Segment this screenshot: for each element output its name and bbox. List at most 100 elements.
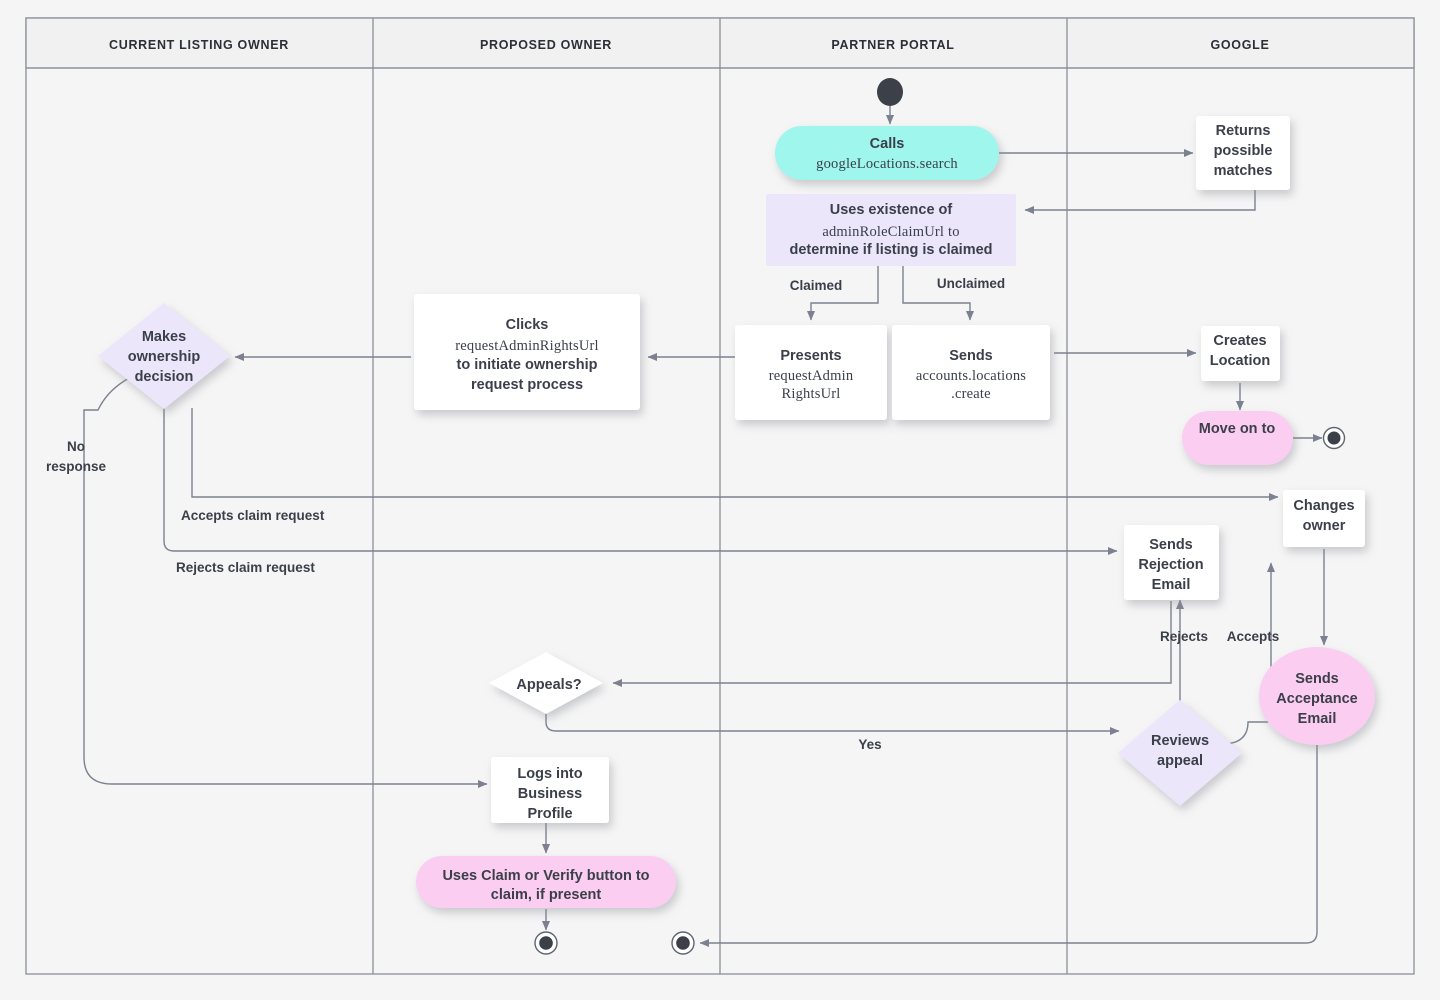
node-uses-existence-of-admin-role-claim-url[interactable]: Uses existence of adminRoleClaimUrl to d…	[766, 194, 1016, 266]
node-label-line: ownership	[128, 349, 201, 365]
node-label-line: adminRoleClaimUrl to	[822, 224, 959, 240]
node-creates-location[interactable]: Creates Location	[1201, 326, 1280, 381]
node-label-line: Sends	[949, 348, 993, 364]
edge-label-accepts: Accepts	[1227, 629, 1280, 644]
node-label-line: Calls	[870, 136, 905, 152]
node-presents-request-admin-rights-url[interactable]: Presents requestAdmin RightsUrl	[735, 325, 887, 420]
node-label-line: appeal	[1157, 753, 1203, 769]
edge-label-yes: Yes	[858, 737, 881, 752]
node-label-line: determine if listing is claimed	[789, 242, 992, 258]
node-calls-google-locations-search[interactable]: Calls googleLocations.search	[775, 126, 999, 180]
edge-labels: Claimed Unclaimed No response Accepts cl…	[46, 276, 1279, 752]
node-label-line: Email	[1298, 711, 1337, 727]
node-label-line: Profile	[527, 806, 572, 822]
node-label-line: Makes	[142, 329, 186, 345]
node-label-line: Changes	[1293, 498, 1354, 514]
edge-decision-accepts-to-changes-owner	[191, 408, 1279, 502]
node-shape-rect	[1201, 326, 1280, 381]
edge-returns-to-uses	[1024, 190, 1256, 215]
edge-rejection-email-to-appeals	[612, 601, 1172, 688]
node-shape-diamond	[489, 652, 603, 714]
edge-appeals-yes-to-reviews-appeal	[545, 712, 1120, 736]
edge-decision-no-response-to-logs-in	[83, 372, 488, 789]
node-shape-rect	[1283, 490, 1365, 547]
lane-header-label: PARTNER PORTAL	[831, 38, 954, 52]
node-label-line: Sends	[1149, 537, 1193, 553]
end-node-google	[1322, 426, 1346, 450]
node-label-line: decision	[135, 369, 194, 385]
node-sends-accounts-locations-create[interactable]: Sends accounts.locations .create	[892, 325, 1050, 420]
node-shape-rect	[1196, 116, 1290, 190]
node-shape-ellipse	[1259, 647, 1375, 745]
node-shape-diamond	[1118, 700, 1242, 806]
node-returns-possible-matches[interactable]: Returns possible matches	[1196, 116, 1290, 190]
node-label-line: owner	[1303, 518, 1346, 534]
node-label-line: to initiate ownership	[457, 357, 598, 373]
end-node-partner-portal	[671, 931, 695, 955]
edge-label-no-response-line1: No	[67, 439, 85, 454]
node-shape-rect	[735, 325, 887, 420]
node-label-line: Rejection	[1138, 557, 1203, 573]
end-node-proposed-owner	[534, 931, 558, 955]
node-label-line: Clicks	[506, 317, 549, 333]
node-uses-claim-or-verify-button[interactable]: Uses Claim or Verify button to claim, if…	[416, 856, 676, 908]
node-shape-pill	[416, 856, 676, 908]
node-shape-rect	[414, 294, 640, 410]
node-makes-ownership-decision[interactable]: Makes ownership decision	[98, 303, 230, 409]
node-label-line: requestAdminRightsUrl	[455, 338, 599, 354]
node-label-line: Logs into	[517, 766, 582, 782]
edge-uses-to-presents	[806, 266, 879, 321]
edge-label-unclaimed: Unclaimed	[937, 276, 1005, 291]
node-label-line: request process	[471, 377, 583, 393]
node-label-line: Returns	[1216, 123, 1271, 139]
lane-header-label: GOOGLE	[1210, 38, 1269, 52]
node-label-line: claim, if present	[491, 887, 602, 903]
node-shape-rect	[491, 757, 609, 823]
lane-header-label: CURRENT LISTING OWNER	[109, 38, 289, 52]
start-circle-icon	[877, 78, 903, 106]
node-label-line: accounts.locations	[916, 368, 1026, 384]
edge-label-accepts-claim-request: Accepts claim request	[181, 508, 325, 523]
end-circle-inner-icon	[676, 936, 690, 950]
node-appeals[interactable]: Appeals?	[489, 652, 603, 714]
node-label-line: Email	[1152, 577, 1191, 593]
node-label-line: Location	[1210, 353, 1270, 369]
node-reviews-appeal[interactable]: Reviews appeal	[1118, 700, 1242, 806]
edge-decision-rejects-to-rejection-email	[163, 404, 1118, 556]
end-circle-inner-icon	[1327, 431, 1341, 445]
node-label-line: Business	[518, 786, 582, 802]
node-label-line: possible	[1214, 143, 1273, 159]
node-logs-into-business-profile[interactable]: Logs into Business Profile	[491, 757, 609, 823]
edge-label-rejects-claim-request: Rejects claim request	[176, 560, 315, 575]
node-shape-rect	[892, 325, 1050, 420]
node-label-line: RightsUrl	[782, 386, 841, 402]
lane-header-proposed-owner: PROPOSED OWNER	[480, 38, 612, 52]
node-label-line: requestAdmin	[769, 368, 854, 384]
node-shape-diamond	[98, 303, 230, 409]
swimlane-grid	[25, 17, 1415, 975]
node-shape-pill	[775, 126, 999, 180]
edge-label-no-response-line2: response	[46, 459, 107, 474]
node-clicks-request-admin-rights-url[interactable]: Clicks requestAdminRightsUrl to initiate…	[414, 294, 640, 410]
node-label-line: Presents	[780, 348, 841, 364]
node-label-line: Sends	[1295, 671, 1339, 687]
node-label-line: Creates	[1213, 333, 1266, 349]
node-label-line: Reviews	[1151, 733, 1209, 749]
edge-label-rejects: Rejects	[1160, 629, 1208, 644]
lane-header-current-listing-owner: CURRENT LISTING OWNER	[109, 38, 289, 52]
lane-header-label: PROPOSED OWNER	[480, 38, 612, 52]
edge-acceptance-email-to-end	[699, 733, 1318, 948]
node-sends-acceptance-email[interactable]: Sends Acceptance Email	[1259, 647, 1375, 745]
node-label-line: matches	[1214, 163, 1273, 179]
node-sends-rejection-email[interactable]: Sends Rejection Email	[1124, 525, 1219, 600]
edge-uses-to-sends-create	[902, 266, 975, 321]
node-move-on-to[interactable]: Move on to	[1182, 411, 1293, 465]
node-changes-owner[interactable]: Changes owner	[1283, 490, 1365, 547]
node-shape-pill	[1182, 411, 1293, 465]
node-label-line: Move on to	[1199, 421, 1276, 437]
edge-label-claimed: Claimed	[790, 278, 843, 293]
node-shape-rect	[766, 194, 1016, 266]
node-label-line: googleLocations.search	[816, 156, 958, 172]
